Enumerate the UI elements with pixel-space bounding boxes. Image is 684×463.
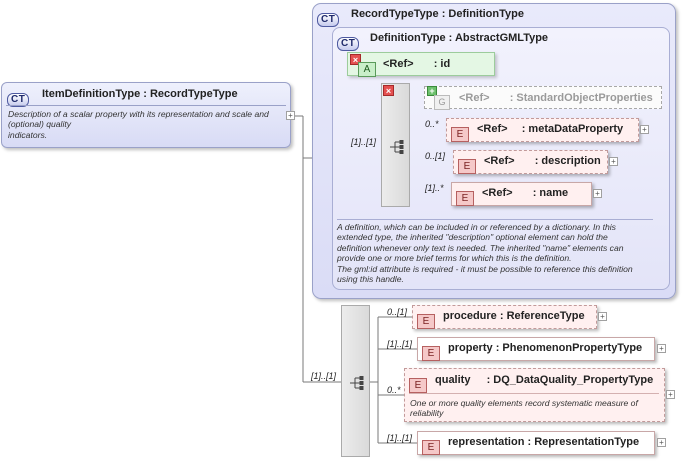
quality-cardinality: 0..* <box>387 385 401 395</box>
complex-type-icon: CT <box>337 37 360 51</box>
complex-type-icon: CT <box>317 13 340 27</box>
representation-cardinality: [1]..[1] <box>387 433 413 443</box>
group-icon: G <box>434 95 450 110</box>
sequence-icon <box>350 376 364 390</box>
definition-type-base: : AbstractGMLType <box>448 32 549 44</box>
name-ref: <Ref> <box>482 187 513 199</box>
property-cardinality: [1]..[1] <box>387 339 413 349</box>
expand-icon[interactable]: + <box>640 125 649 134</box>
inner-sequence-cardinality: [1]..[1] <box>351 137 377 147</box>
element-icon: E <box>422 346 440 361</box>
procedure-name: procedure <box>443 310 497 322</box>
expand-icon[interactable]: + <box>286 111 295 120</box>
attribute-name: : id <box>433 58 451 70</box>
element-icon: E <box>458 159 476 174</box>
attribute-ref: <Ref> <box>383 58 414 70</box>
element-procedure[interactable]: E procedure : ReferenceType <box>412 305 597 329</box>
name-cardinality: [1]..* <box>425 183 444 193</box>
quality-name: quality <box>435 374 471 386</box>
element-property[interactable]: E property : PhenomenonPropertyType <box>417 337 655 361</box>
outer-sequence-cardinality: [1]..[1] <box>311 371 337 381</box>
expand-icon[interactable]: + <box>593 189 602 198</box>
item-type-base: : RecordTypeType <box>143 88 238 100</box>
definition-type-name: DefinitionType <box>370 32 446 44</box>
name-name: : name <box>532 187 569 199</box>
inner-sequence-compositor[interactable]: × <box>381 83 410 207</box>
procedure-cardinality: 0..[1] <box>387 307 408 317</box>
element-icon: E <box>451 127 469 142</box>
outer-sequence-compositor[interactable] <box>341 305 370 457</box>
expand-icon[interactable]: + <box>657 438 666 447</box>
optional-remove-icon: × <box>383 85 394 96</box>
definition-type-documentation: A definition, which can be included in o… <box>337 222 633 285</box>
property-type: : PhenomenonPropertyType <box>495 342 643 354</box>
description-cardinality: 0..[1] <box>425 151 446 161</box>
record-type-base: : DefinitionType <box>441 8 524 20</box>
expand-icon[interactable]: + <box>666 390 675 399</box>
expand-icon[interactable]: + <box>598 312 607 321</box>
group-ref: <Ref> <box>459 92 490 104</box>
procedure-type: : ReferenceType <box>499 310 585 322</box>
element-icon: E <box>422 440 440 455</box>
element-icon: E <box>417 314 435 329</box>
record-type-name: RecordTypeType <box>351 8 439 20</box>
expand-icon[interactable]: + <box>609 157 618 166</box>
attribute-icon: A <box>358 62 376 77</box>
element-icon: E <box>409 378 427 393</box>
group-standard-object-properties[interactable]: + G <Ref> : StandardObjectProperties <box>424 86 662 110</box>
property-name: property <box>448 342 493 354</box>
complex-type-icon: CT <box>7 93 30 107</box>
item-type-documentation: Description of a scalar property with it… <box>8 109 269 140</box>
metadata-name: : metaDataProperty <box>521 123 624 135</box>
add-icon: + <box>427 86 437 96</box>
expand-icon[interactable]: + <box>657 344 666 353</box>
metadata-cardinality: 0..* <box>425 119 439 129</box>
quality-documentation: One or more quality elements record syst… <box>410 398 638 419</box>
description-ref: <Ref> <box>484 155 515 167</box>
element-metadata-property[interactable]: E <Ref> : metaDataProperty <box>446 118 639 142</box>
element-name[interactable]: E <Ref> : name <box>451 182 592 206</box>
element-representation[interactable]: E representation : RepresentationType <box>417 431 655 455</box>
metadata-ref: <Ref> <box>477 123 508 135</box>
group-name: : StandardObjectProperties <box>509 92 653 104</box>
optional-remove-icon: × <box>350 54 361 65</box>
element-icon: E <box>456 191 474 206</box>
quality-type: : DQ_DataQuality_PropertyType <box>486 374 654 386</box>
item-definition-type-box[interactable]: CT ItemDefinitionType : RecordTypeType D… <box>1 82 291 148</box>
attribute-id[interactable]: × A <Ref> : id <box>347 52 495 77</box>
item-type-name: ItemDefinitionType <box>42 88 141 100</box>
sequence-icon <box>390 140 404 154</box>
representation-type: : RepresentationType <box>527 436 640 448</box>
description-name: : description <box>534 155 601 167</box>
representation-name: representation <box>448 436 525 448</box>
element-description[interactable]: E <Ref> : description <box>453 150 608 174</box>
element-quality[interactable]: E quality : DQ_DataQuality_PropertyType … <box>404 368 665 422</box>
